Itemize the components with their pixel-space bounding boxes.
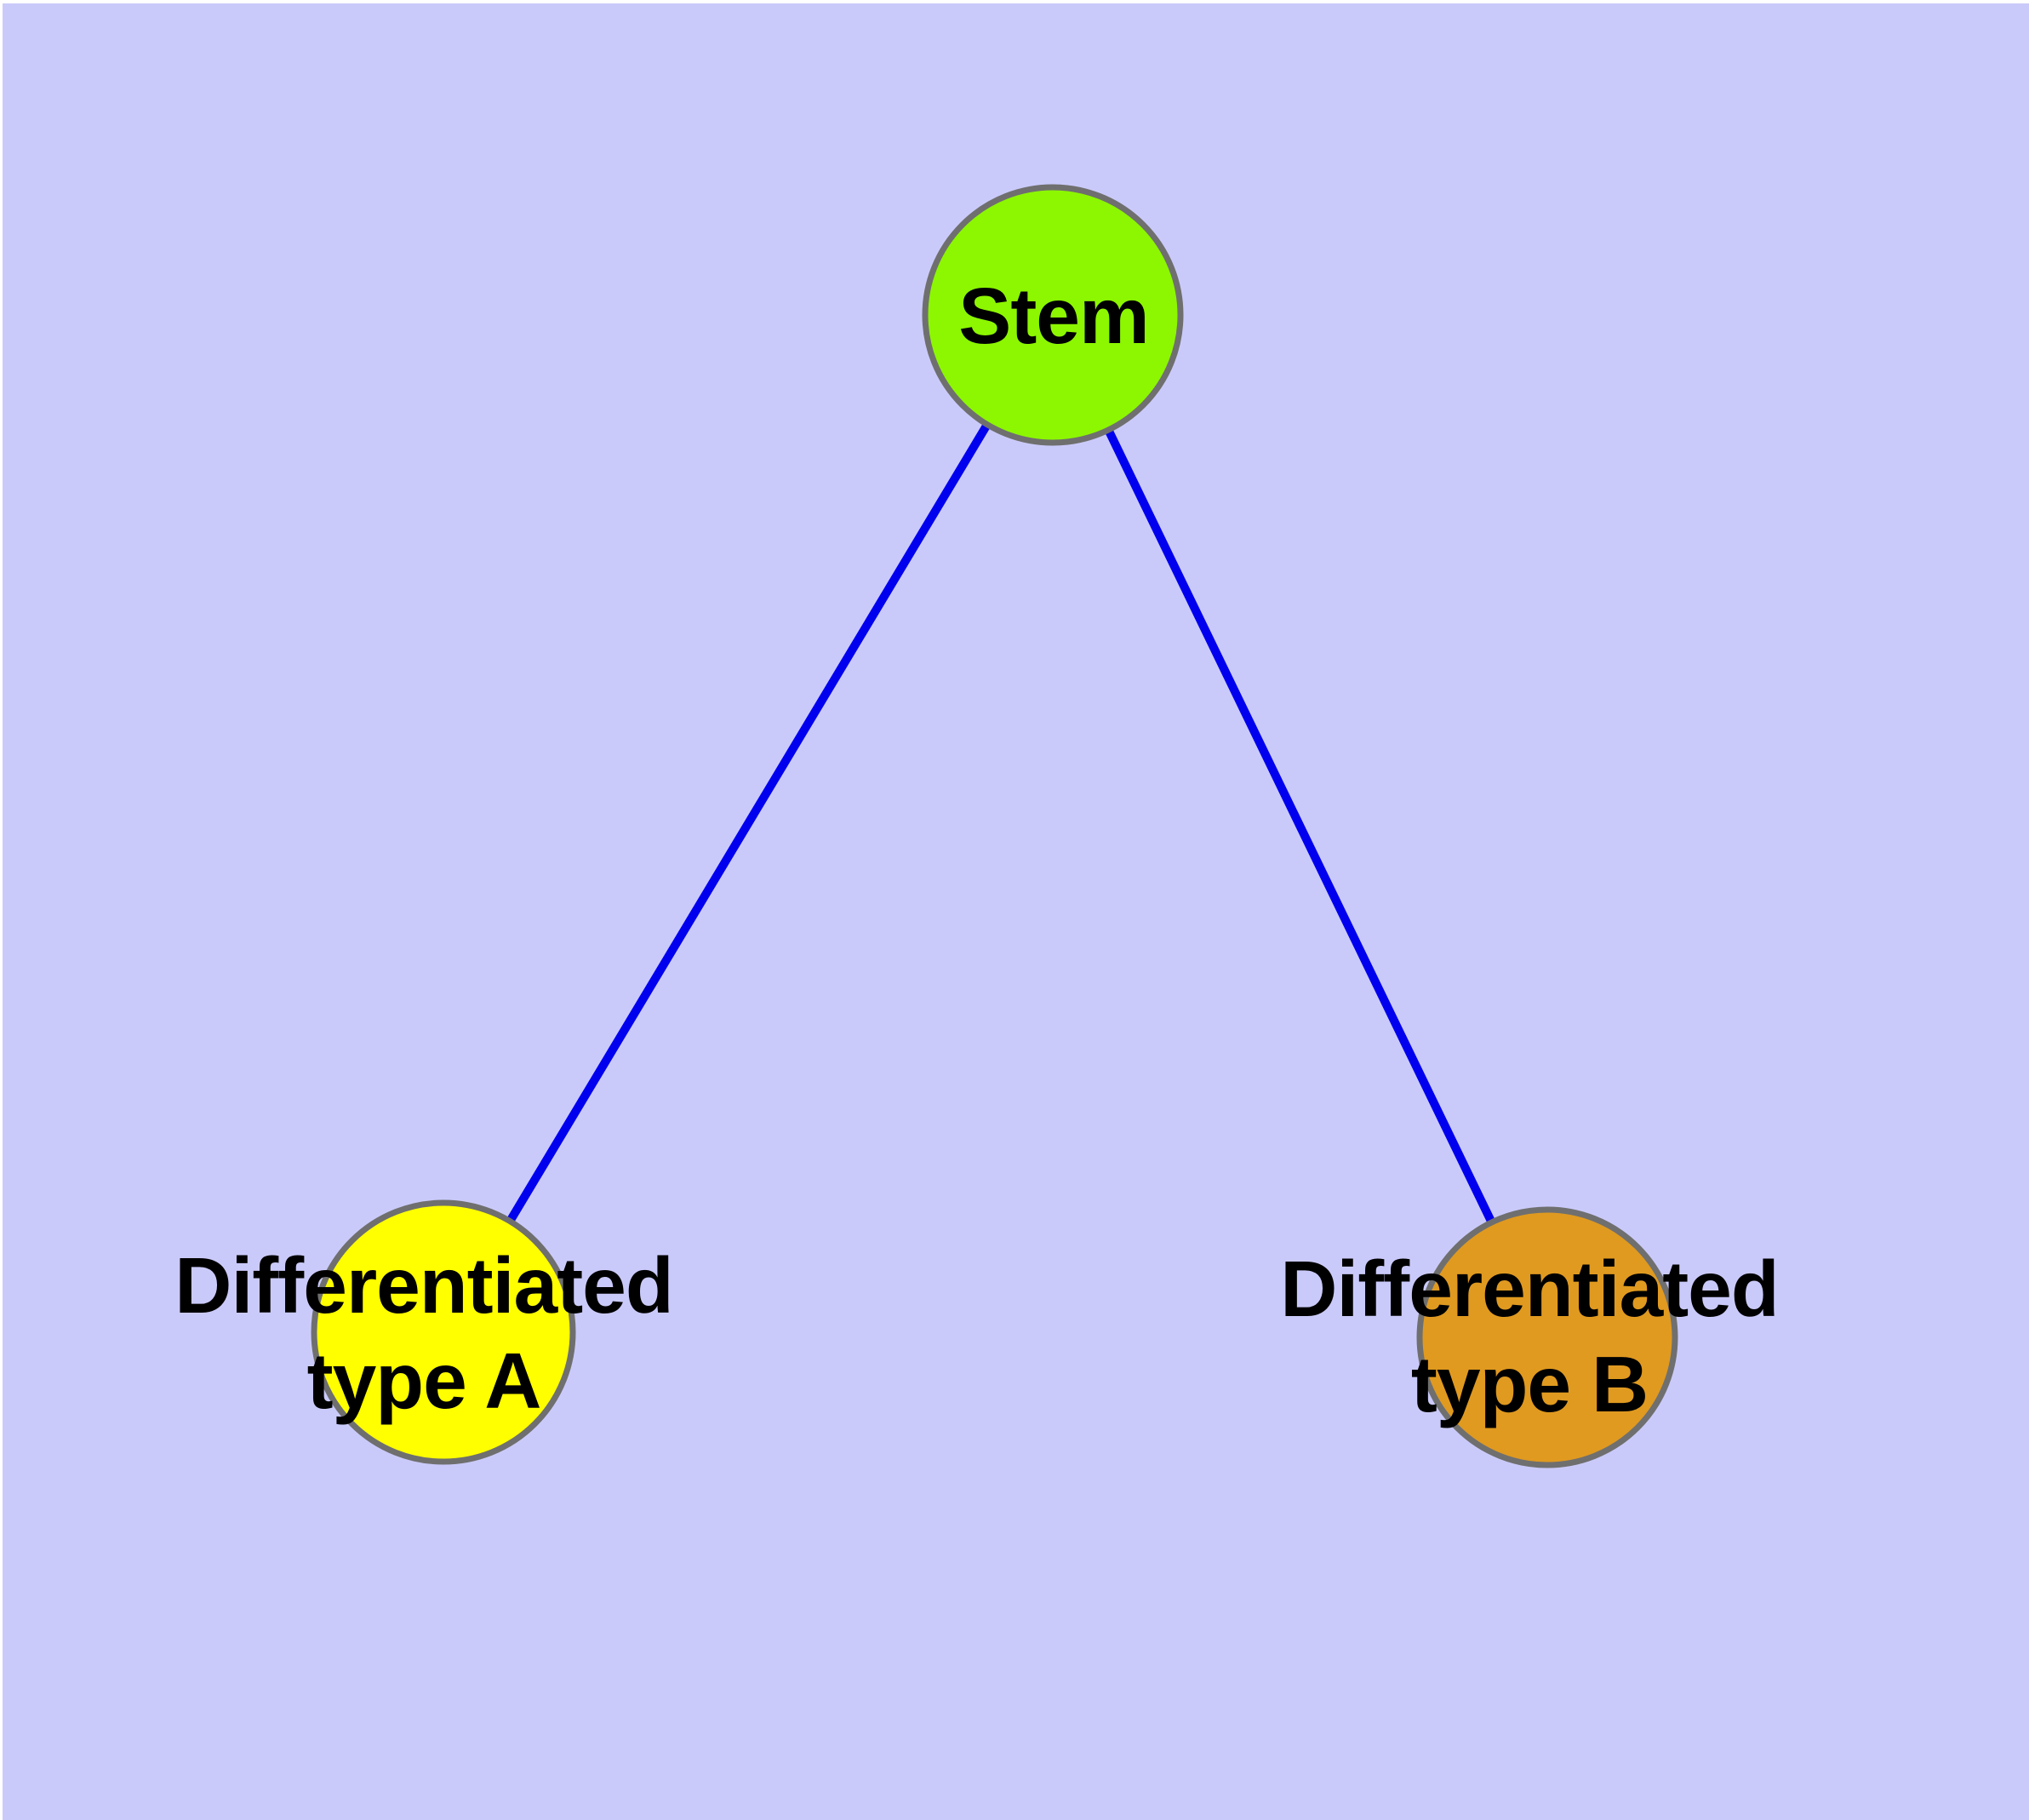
edge-stem-to-type-b bbox=[1049, 312, 1552, 1340]
differentiated-type-b-node-circle bbox=[1416, 1206, 1678, 1468]
stem-node-circle bbox=[922, 184, 1184, 446]
differentiated-type-a-node-circle bbox=[311, 1199, 576, 1465]
edge-stem-to-type-a bbox=[439, 312, 1057, 1335]
